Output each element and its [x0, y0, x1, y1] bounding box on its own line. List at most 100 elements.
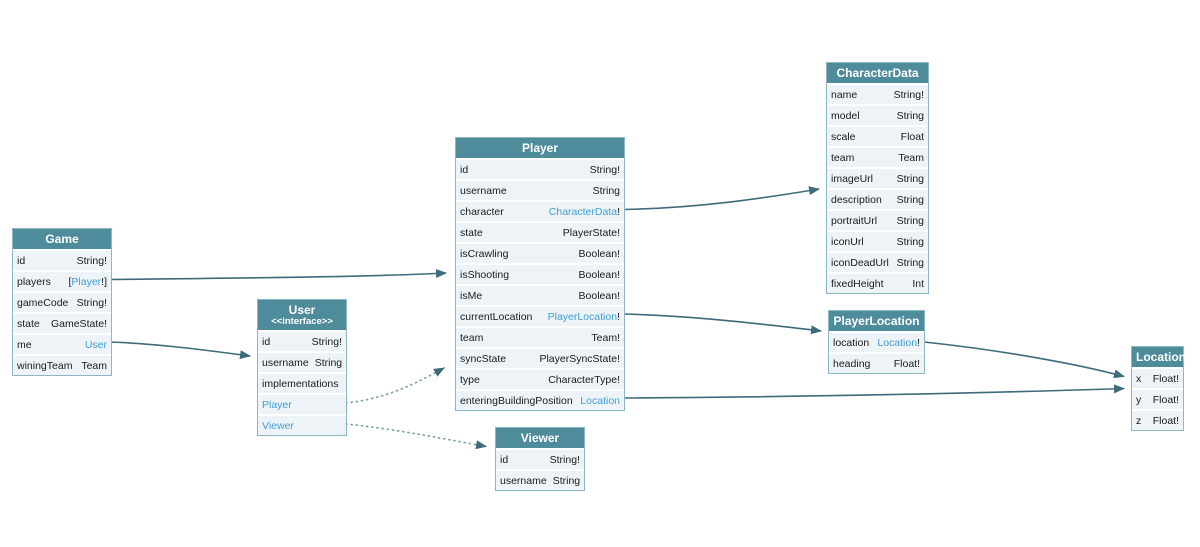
table-title-text: Location	[1136, 350, 1186, 364]
field-name: portraitUrl	[831, 214, 878, 227]
field-type: Team	[81, 359, 107, 372]
field-row-user-Viewer[interactable]: Viewer	[258, 414, 346, 435]
field-name: team	[831, 151, 855, 164]
field-name: username	[460, 184, 507, 197]
field-name: scale	[831, 130, 856, 143]
field-type: String!	[76, 254, 107, 267]
field-row-user-Player[interactable]: Player	[258, 393, 346, 414]
edge-game-players-to-player	[110, 269, 447, 281]
field-type: Float!	[1152, 372, 1179, 385]
field-name: isShooting	[460, 268, 510, 281]
field-name: iconUrl	[831, 235, 864, 248]
field-name: currentLocation	[460, 310, 533, 323]
field-name: id	[17, 254, 26, 267]
field-type: Float!	[1152, 393, 1179, 406]
field-row-location-x[interactable]: x Float!	[1132, 367, 1183, 388]
field-type: String	[896, 172, 924, 185]
field-type: Team	[898, 151, 924, 164]
field-row-characterdata-team[interactable]: team Team	[827, 146, 928, 167]
field-type: String	[896, 214, 924, 227]
field-name: x	[1136, 372, 1142, 385]
field-name: model	[831, 109, 860, 122]
field-type: String	[896, 193, 924, 206]
table-subtitle-text: <<interface>>	[271, 316, 333, 327]
field-row-characterdata-portraitUrl[interactable]: portraitUrl String	[827, 209, 928, 230]
field-type: CharacterType!	[548, 373, 620, 386]
edge-player-currentlocation-to-playerlocation	[623, 313, 822, 335]
table-title-user[interactable]: User <<interface>>	[258, 300, 346, 330]
field-name: winingTeam	[17, 359, 73, 372]
field-name: isMe	[460, 289, 483, 302]
field-type: String!	[893, 88, 924, 101]
field-type: String	[896, 109, 924, 122]
edge-user-viewer-impl-to-viewer	[345, 423, 487, 450]
table-title-player[interactable]: Player	[456, 138, 624, 158]
table-title-location[interactable]: Location	[1132, 347, 1186, 367]
table-title-viewer[interactable]: Viewer	[496, 428, 584, 448]
table-title-game[interactable]: Game	[13, 229, 111, 249]
field-row-user-implementations[interactable]: implementations	[258, 372, 346, 393]
field-row-characterdata-model[interactable]: model String	[827, 104, 928, 125]
field-name: Player	[262, 398, 292, 411]
field-row-game-winingTeam[interactable]: winingTeam Team	[13, 354, 111, 375]
edge-game-me-to-user	[110, 341, 251, 360]
field-name: syncState	[460, 352, 507, 365]
field-type: String	[552, 474, 581, 487]
field-type: PlayerState!	[562, 226, 620, 239]
field-name: Viewer	[262, 419, 294, 432]
table-title-characterdata[interactable]: CharacterData	[827, 63, 928, 83]
table-title-text: PlayerLocation	[833, 314, 920, 328]
table-title-playerlocation[interactable]: PlayerLocation	[829, 311, 924, 331]
field-name: iconDeadUrl	[831, 256, 889, 269]
field-name: z	[1136, 414, 1142, 427]
field-type: String!	[76, 296, 107, 309]
field-row-game-players[interactable]: players[Player!]	[13, 270, 111, 291]
field-row-player-syncState[interactable]: syncState PlayerSyncState!	[456, 347, 624, 368]
field-row-game-id[interactable]: id String!	[13, 249, 111, 270]
field-name: heading	[833, 357, 871, 370]
field-name: location	[833, 336, 870, 349]
field-type: Team!	[591, 331, 620, 344]
field-type: [Player!]	[68, 275, 107, 288]
field-type: PlayerSyncState!	[539, 352, 620, 365]
field-type: String!	[589, 163, 620, 176]
